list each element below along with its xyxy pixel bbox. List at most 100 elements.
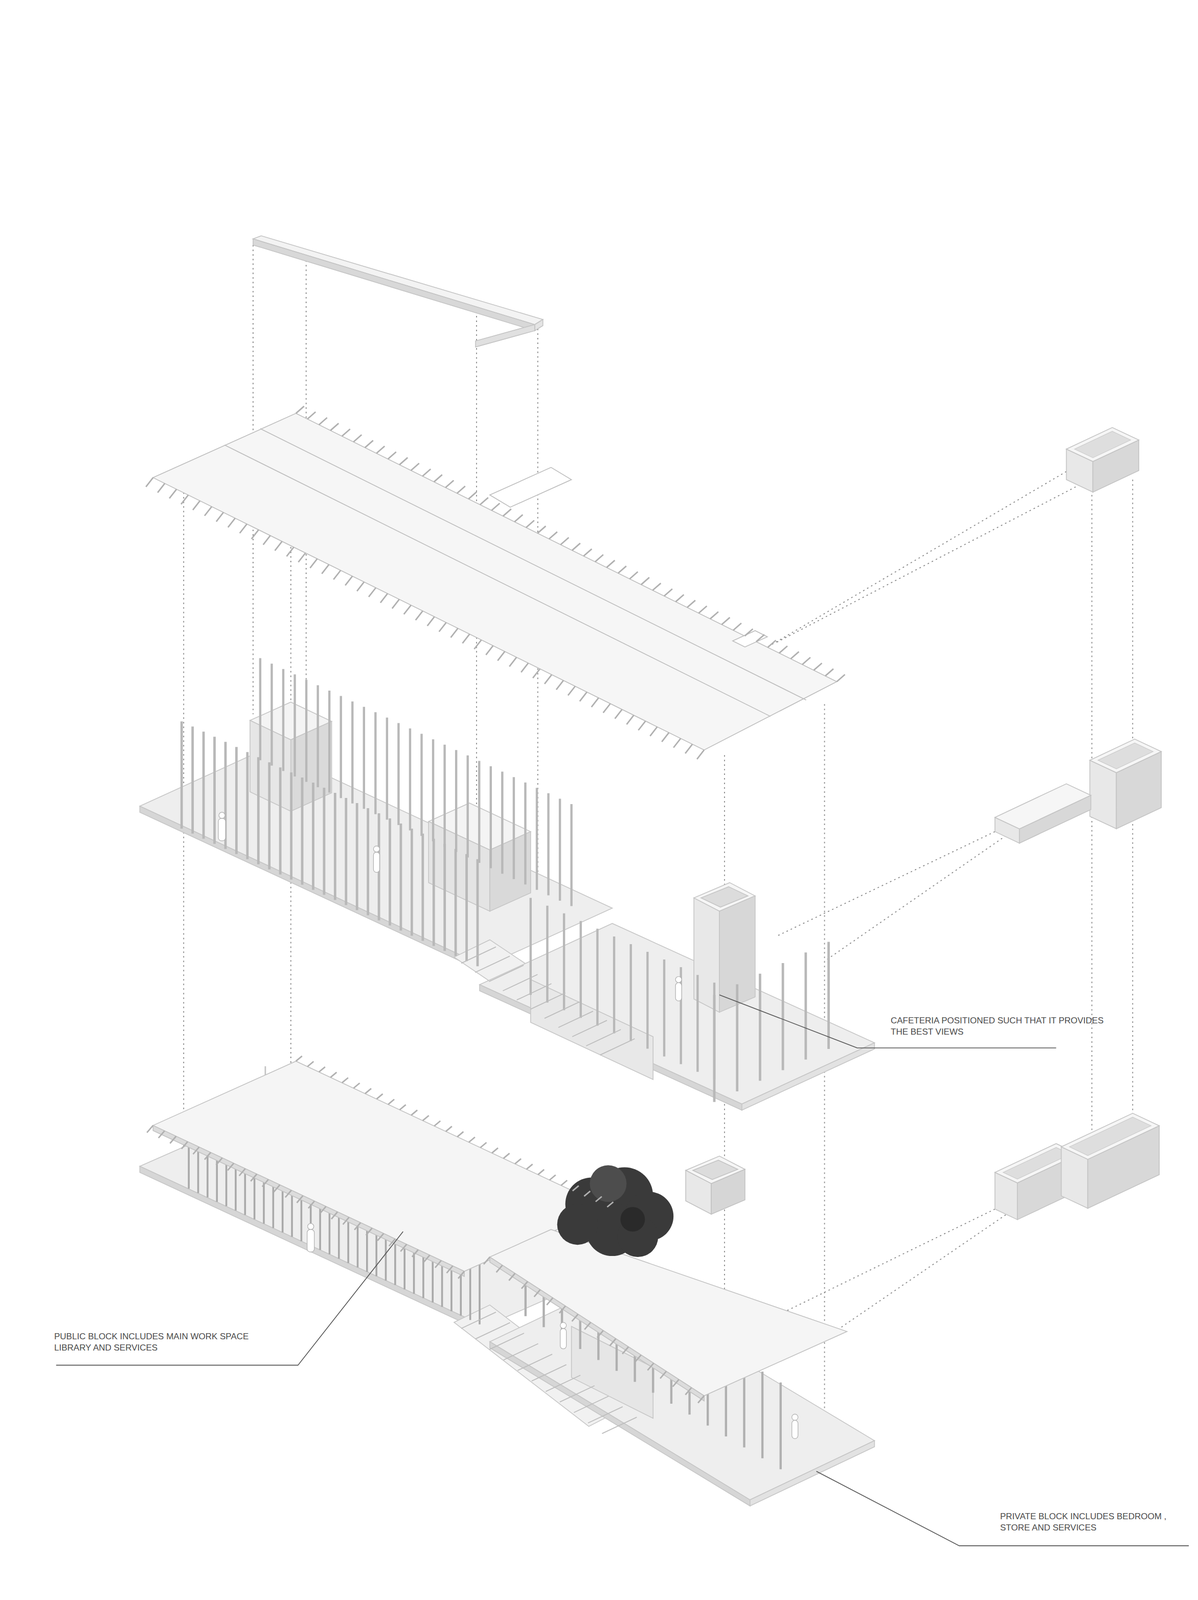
rafter bbox=[422, 468, 431, 477]
people bbox=[218, 812, 799, 1439]
rafter bbox=[626, 715, 635, 725]
box-opening bbox=[1074, 431, 1132, 459]
column bbox=[596, 929, 599, 1027]
stair-step bbox=[558, 1011, 594, 1028]
rafter bbox=[365, 1088, 372, 1094]
column bbox=[443, 844, 446, 952]
rafter bbox=[388, 451, 397, 460]
rafter bbox=[756, 634, 765, 642]
box-opening bbox=[1097, 742, 1154, 770]
rafter bbox=[647, 1363, 654, 1371]
column bbox=[432, 739, 435, 842]
column bbox=[735, 984, 739, 1092]
rafter bbox=[767, 640, 776, 648]
stair-step bbox=[585, 1029, 621, 1047]
column bbox=[420, 734, 423, 837]
rafter bbox=[546, 1298, 553, 1306]
column bbox=[613, 936, 616, 1034]
rafter bbox=[181, 1141, 188, 1149]
rafter bbox=[365, 440, 374, 448]
rafter bbox=[532, 668, 540, 678]
column bbox=[386, 717, 389, 821]
rafter bbox=[696, 750, 705, 760]
column bbox=[289, 772, 293, 880]
rafter bbox=[342, 428, 351, 437]
rafter bbox=[169, 1136, 176, 1144]
stair-step bbox=[531, 1365, 567, 1382]
box-opening bbox=[1069, 1117, 1152, 1156]
rafter bbox=[572, 1314, 579, 1322]
column bbox=[547, 793, 550, 896]
column bbox=[489, 766, 492, 869]
stair-step bbox=[489, 1333, 525, 1350]
rafter bbox=[145, 477, 153, 487]
rafter bbox=[427, 616, 435, 626]
rafter bbox=[439, 622, 447, 632]
column bbox=[562, 913, 565, 1011]
rafter bbox=[468, 1137, 476, 1143]
rafter bbox=[181, 494, 189, 505]
rafter bbox=[399, 457, 408, 465]
column bbox=[455, 750, 458, 853]
roof-slab bbox=[253, 235, 544, 348]
rafter bbox=[321, 564, 329, 574]
rafter bbox=[309, 558, 318, 569]
stair-step bbox=[488, 965, 524, 982]
column bbox=[328, 690, 331, 794]
column bbox=[758, 974, 762, 1082]
rafter bbox=[537, 1169, 545, 1175]
rafter bbox=[193, 1147, 200, 1155]
rafter bbox=[342, 1077, 349, 1083]
rafter bbox=[331, 1212, 338, 1220]
column bbox=[501, 772, 504, 875]
rafter bbox=[825, 668, 834, 676]
rafter bbox=[813, 663, 822, 671]
rafter bbox=[606, 1202, 614, 1208]
stair-step bbox=[517, 1354, 553, 1371]
column bbox=[476, 859, 480, 967]
column bbox=[344, 798, 348, 906]
rafter bbox=[537, 526, 546, 534]
tree bbox=[557, 1165, 674, 1258]
column bbox=[421, 833, 424, 942]
box-top bbox=[1066, 427, 1140, 462]
column bbox=[340, 696, 343, 799]
rafter bbox=[591, 697, 599, 708]
rafter bbox=[353, 1083, 360, 1089]
column bbox=[213, 736, 216, 845]
rafter bbox=[307, 1061, 314, 1068]
column bbox=[570, 804, 573, 907]
rafter bbox=[572, 543, 581, 551]
column bbox=[696, 975, 699, 1073]
rafter bbox=[411, 1110, 418, 1116]
rafter bbox=[595, 1196, 602, 1203]
rafter bbox=[603, 704, 611, 714]
rafter bbox=[275, 541, 283, 551]
rafter bbox=[514, 514, 523, 523]
column bbox=[267, 762, 271, 870]
rafter bbox=[635, 1355, 642, 1363]
rafter bbox=[319, 1067, 326, 1073]
rafter bbox=[779, 646, 788, 654]
rafter bbox=[660, 1371, 667, 1380]
column bbox=[443, 744, 446, 848]
rafter bbox=[744, 628, 753, 637]
stair-step bbox=[461, 946, 496, 964]
rafter bbox=[509, 657, 517, 667]
rafter bbox=[457, 1132, 464, 1138]
column bbox=[363, 707, 366, 810]
column bbox=[301, 777, 304, 886]
rafter bbox=[330, 423, 339, 431]
rafter bbox=[549, 531, 558, 539]
column bbox=[305, 680, 308, 783]
column bbox=[374, 712, 377, 815]
stair-step bbox=[599, 1038, 635, 1056]
rafter bbox=[485, 645, 493, 655]
rafter bbox=[457, 486, 466, 494]
box-top bbox=[995, 783, 1092, 829]
rafter bbox=[377, 1233, 384, 1241]
rafter bbox=[473, 640, 482, 650]
column bbox=[399, 823, 403, 932]
rafter bbox=[641, 577, 650, 585]
rafter bbox=[685, 1388, 692, 1396]
